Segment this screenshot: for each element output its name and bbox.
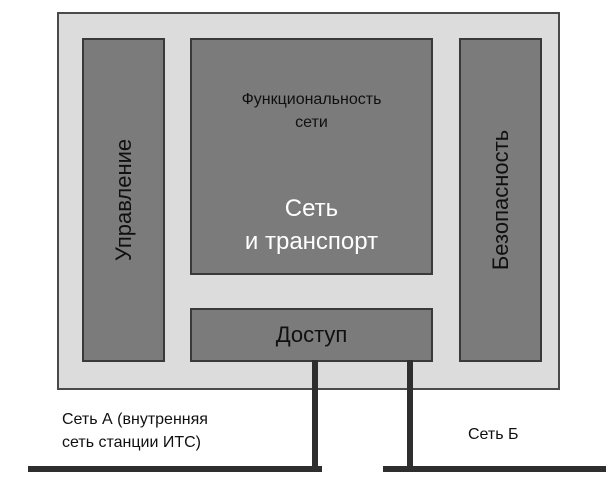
network-transport-label: Сеть и транспорт bbox=[192, 192, 431, 258]
network-transport-line2: и транспорт bbox=[244, 228, 379, 255]
access-link-network-b bbox=[407, 360, 413, 472]
security-label: Безопасность bbox=[487, 129, 513, 271]
management-label: Управление bbox=[110, 138, 136, 262]
network-functionality-title-line2: сети bbox=[295, 114, 328, 131]
security-block: Безопасность bbox=[459, 38, 542, 362]
access-link-network-a bbox=[312, 360, 318, 472]
network-a-label-line1: Сеть А (внутренняя bbox=[62, 411, 208, 428]
network-functionality-title-line1: Функциональность bbox=[241, 91, 382, 108]
network-b-label: Сеть Б bbox=[468, 426, 519, 443]
network-a-bus-line bbox=[28, 466, 322, 472]
network-a-label: Сеть А (внутренняя сеть станции ИТС) bbox=[62, 408, 302, 454]
network-transport-line1: Сеть bbox=[284, 195, 339, 222]
network-functionality-block: Функциональность сети Сеть и транспорт bbox=[190, 38, 433, 275]
network-a-label-line2: сеть станции ИТС) bbox=[62, 434, 201, 451]
network-b-bus-line bbox=[383, 466, 606, 472]
management-block: Управление bbox=[82, 38, 165, 362]
access-block: Доступ bbox=[190, 308, 433, 362]
network-functionality-title: Функциональность сети bbox=[192, 88, 431, 134]
access-label: Доступ bbox=[275, 322, 348, 347]
